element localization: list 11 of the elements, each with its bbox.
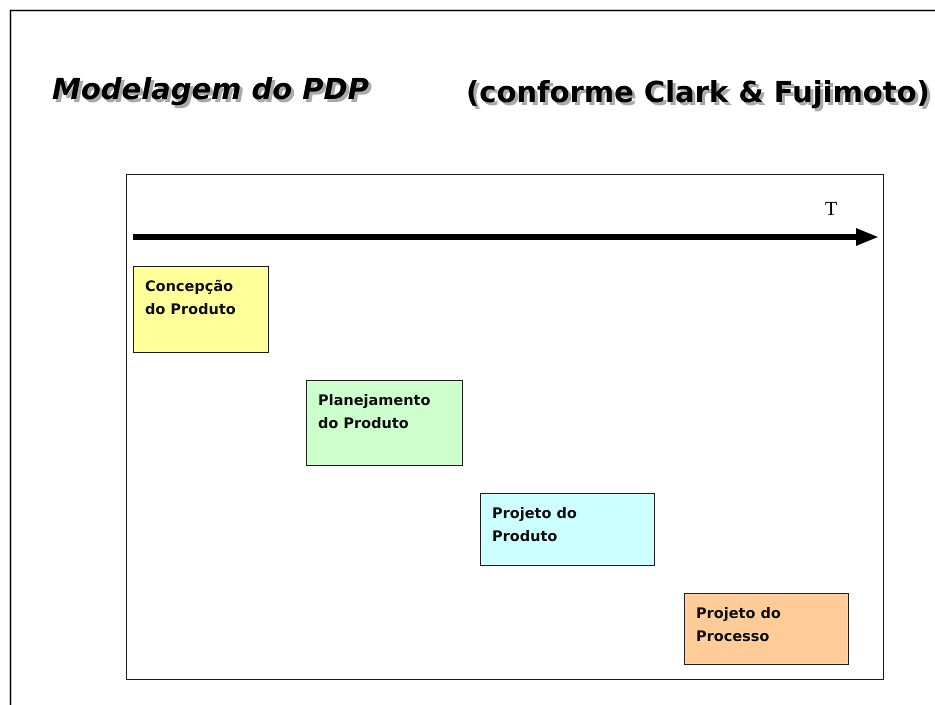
phase-box [133,266,269,353]
phase-box [306,380,463,466]
phase-box [684,593,849,665]
phase-box [480,493,655,566]
title: Modelagem do PDP [52,72,369,106]
phase-name: Concepção do Produto [145,278,237,320]
phase-name: Projeto do Produto [492,505,578,547]
subtitle: (conforme Clark & Fujimoto) [466,75,930,109]
phase-name: Projeto do Processo [696,605,782,647]
time-axis-label: T [825,198,838,221]
phase-name: Planejamento do Produto [318,392,432,434]
